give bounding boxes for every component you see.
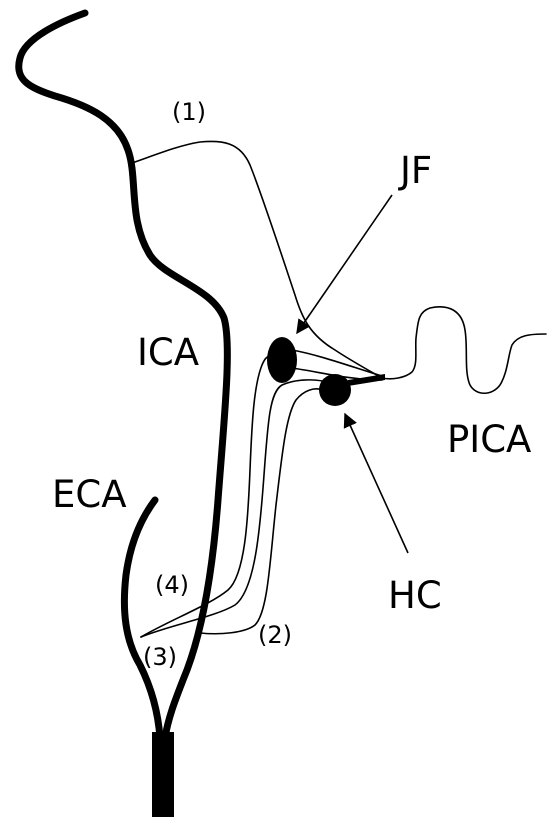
branch-2-label: (2) bbox=[258, 621, 292, 649]
hc-connector bbox=[348, 374, 385, 386]
hc-canal bbox=[319, 374, 351, 406]
pica-label: PICA bbox=[447, 418, 531, 461]
eca-label: ECA bbox=[52, 473, 127, 516]
common-carotid-trunk bbox=[152, 732, 174, 817]
hc-arrow bbox=[345, 414, 408, 553]
jf-label: JF bbox=[398, 149, 432, 192]
jf-connector-upper bbox=[292, 350, 382, 376]
jf-arrow bbox=[297, 195, 392, 333]
branch-3-label: (3) bbox=[143, 643, 177, 671]
branch-1-label: (1) bbox=[172, 98, 206, 126]
branch-4-label: (4) bbox=[155, 571, 189, 599]
ica-label: ICA bbox=[137, 331, 199, 374]
hc-label: HC bbox=[388, 574, 442, 617]
eca-vessel bbox=[124, 500, 160, 738]
jf-foramen bbox=[267, 337, 297, 383]
